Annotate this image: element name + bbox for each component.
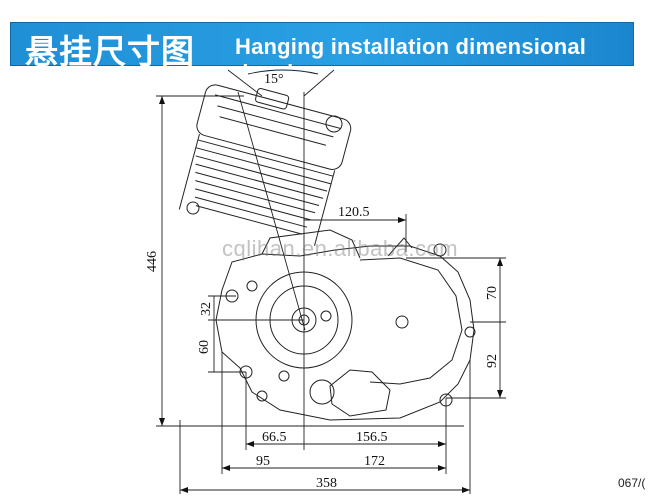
dim-offset-top: 120.5 xyxy=(338,205,370,220)
dim-left-upper: 32 xyxy=(199,302,214,316)
dim-bottom-c: 95 xyxy=(256,454,270,469)
dim-height: 446 xyxy=(145,251,160,272)
title-chinese: 悬挂尺寸图 xyxy=(25,32,195,71)
dim-overall-width: 358 xyxy=(316,476,337,491)
cylinder-head xyxy=(178,84,352,246)
dim-angle: 15° xyxy=(264,72,284,87)
title-english: Hanging installation dimensional drawing xyxy=(235,34,587,85)
dim-bottom-a: 66.5 xyxy=(262,430,287,445)
crankcase-outline xyxy=(215,245,475,421)
dim-bottom-b: 156.5 xyxy=(356,430,388,445)
dim-bottom-d: 172 xyxy=(364,454,385,469)
dim-left-lower: 60 xyxy=(197,340,212,354)
watermark: cqlihan.en.alibaba.com xyxy=(222,236,459,261)
dim-right-lower: 92 xyxy=(485,354,500,368)
title-banner: 悬挂尺寸图 Hanging installation dimensional d… xyxy=(10,22,634,85)
dim-right-upper: 70 xyxy=(485,286,500,300)
corner-code: 067/( xyxy=(618,476,646,490)
